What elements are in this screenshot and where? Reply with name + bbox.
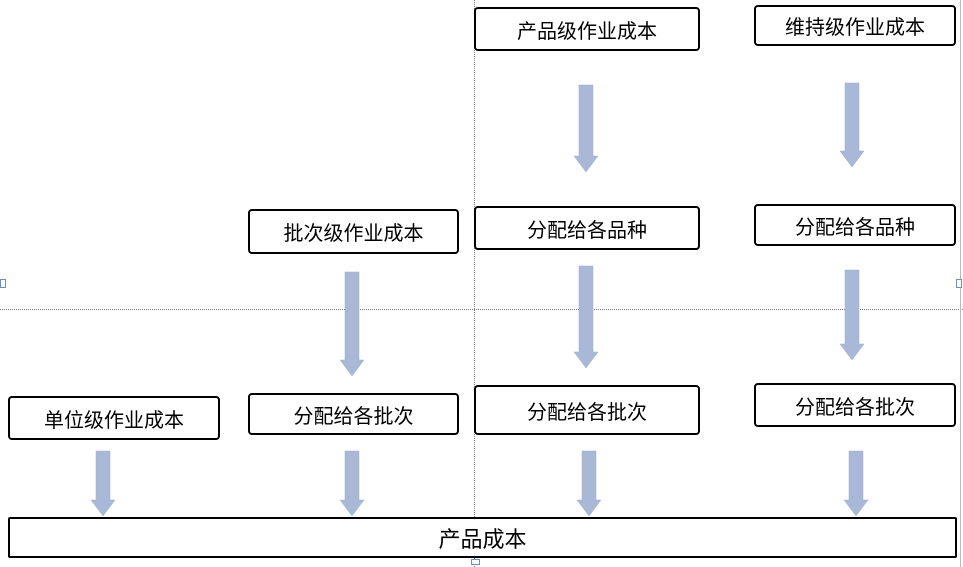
arrow-batch-level-to-batch [339, 271, 365, 377]
arrow-col3-batch-to-product-cost [576, 450, 602, 517]
node-label: 分配给各批次 [527, 399, 647, 424]
arrow-col4-variety-to-batch [839, 269, 865, 361]
node-label: 产品成本 [438, 527, 527, 553]
arrow-product-level-to-variety [573, 84, 599, 173]
node-col3-allocate-variety: 分配给各品种 [474, 206, 700, 250]
node-label: 产品级作业成本 [517, 18, 657, 43]
node-col4-allocate-batch: 分配给各批次 [754, 383, 956, 427]
node-col4-allocate-variety: 分配给各品种 [754, 204, 956, 246]
arrow-unit-level-to-product-cost [90, 450, 116, 517]
node-product-cost: 产品成本 [8, 517, 957, 558]
node-label: 分配给各品种 [527, 217, 647, 242]
node-col3-allocate-batch: 分配给各批次 [474, 385, 700, 435]
arrow-col4-batch-to-product-cost [843, 450, 869, 517]
canvas-bottom-resize-handle[interactable] [471, 559, 480, 565]
arrow-sustaining-level-to-variety [839, 82, 865, 168]
node-product-level-cost: 产品级作业成本 [474, 7, 700, 51]
canvas-vertical-guide [474, 0, 475, 567]
node-sustaining-level-cost: 维持级作业成本 [754, 5, 956, 46]
canvas-left-resize-handle[interactable] [0, 279, 6, 288]
canvas-right-resize-handle[interactable] [956, 279, 962, 288]
node-label: 分配给各批次 [293, 403, 414, 428]
canvas-horizontal-guide [0, 309, 963, 310]
node-label: 分配给各品种 [795, 214, 915, 239]
node-batch-level-cost: 批次级作业成本 [248, 209, 459, 254]
node-label: 维持级作业成本 [785, 15, 925, 39]
node-unit-level-cost: 单位级作业成本 [8, 396, 220, 440]
node-label: 批次级作业成本 [283, 221, 424, 245]
arrow-col3-variety-to-batch [573, 265, 599, 369]
node-col2-allocate-batch: 分配给各批次 [248, 393, 459, 435]
node-label: 单位级作业成本 [44, 407, 184, 432]
arrow-col2-batch-to-product-cost [339, 450, 365, 517]
node-label: 分配给各批次 [795, 394, 915, 419]
